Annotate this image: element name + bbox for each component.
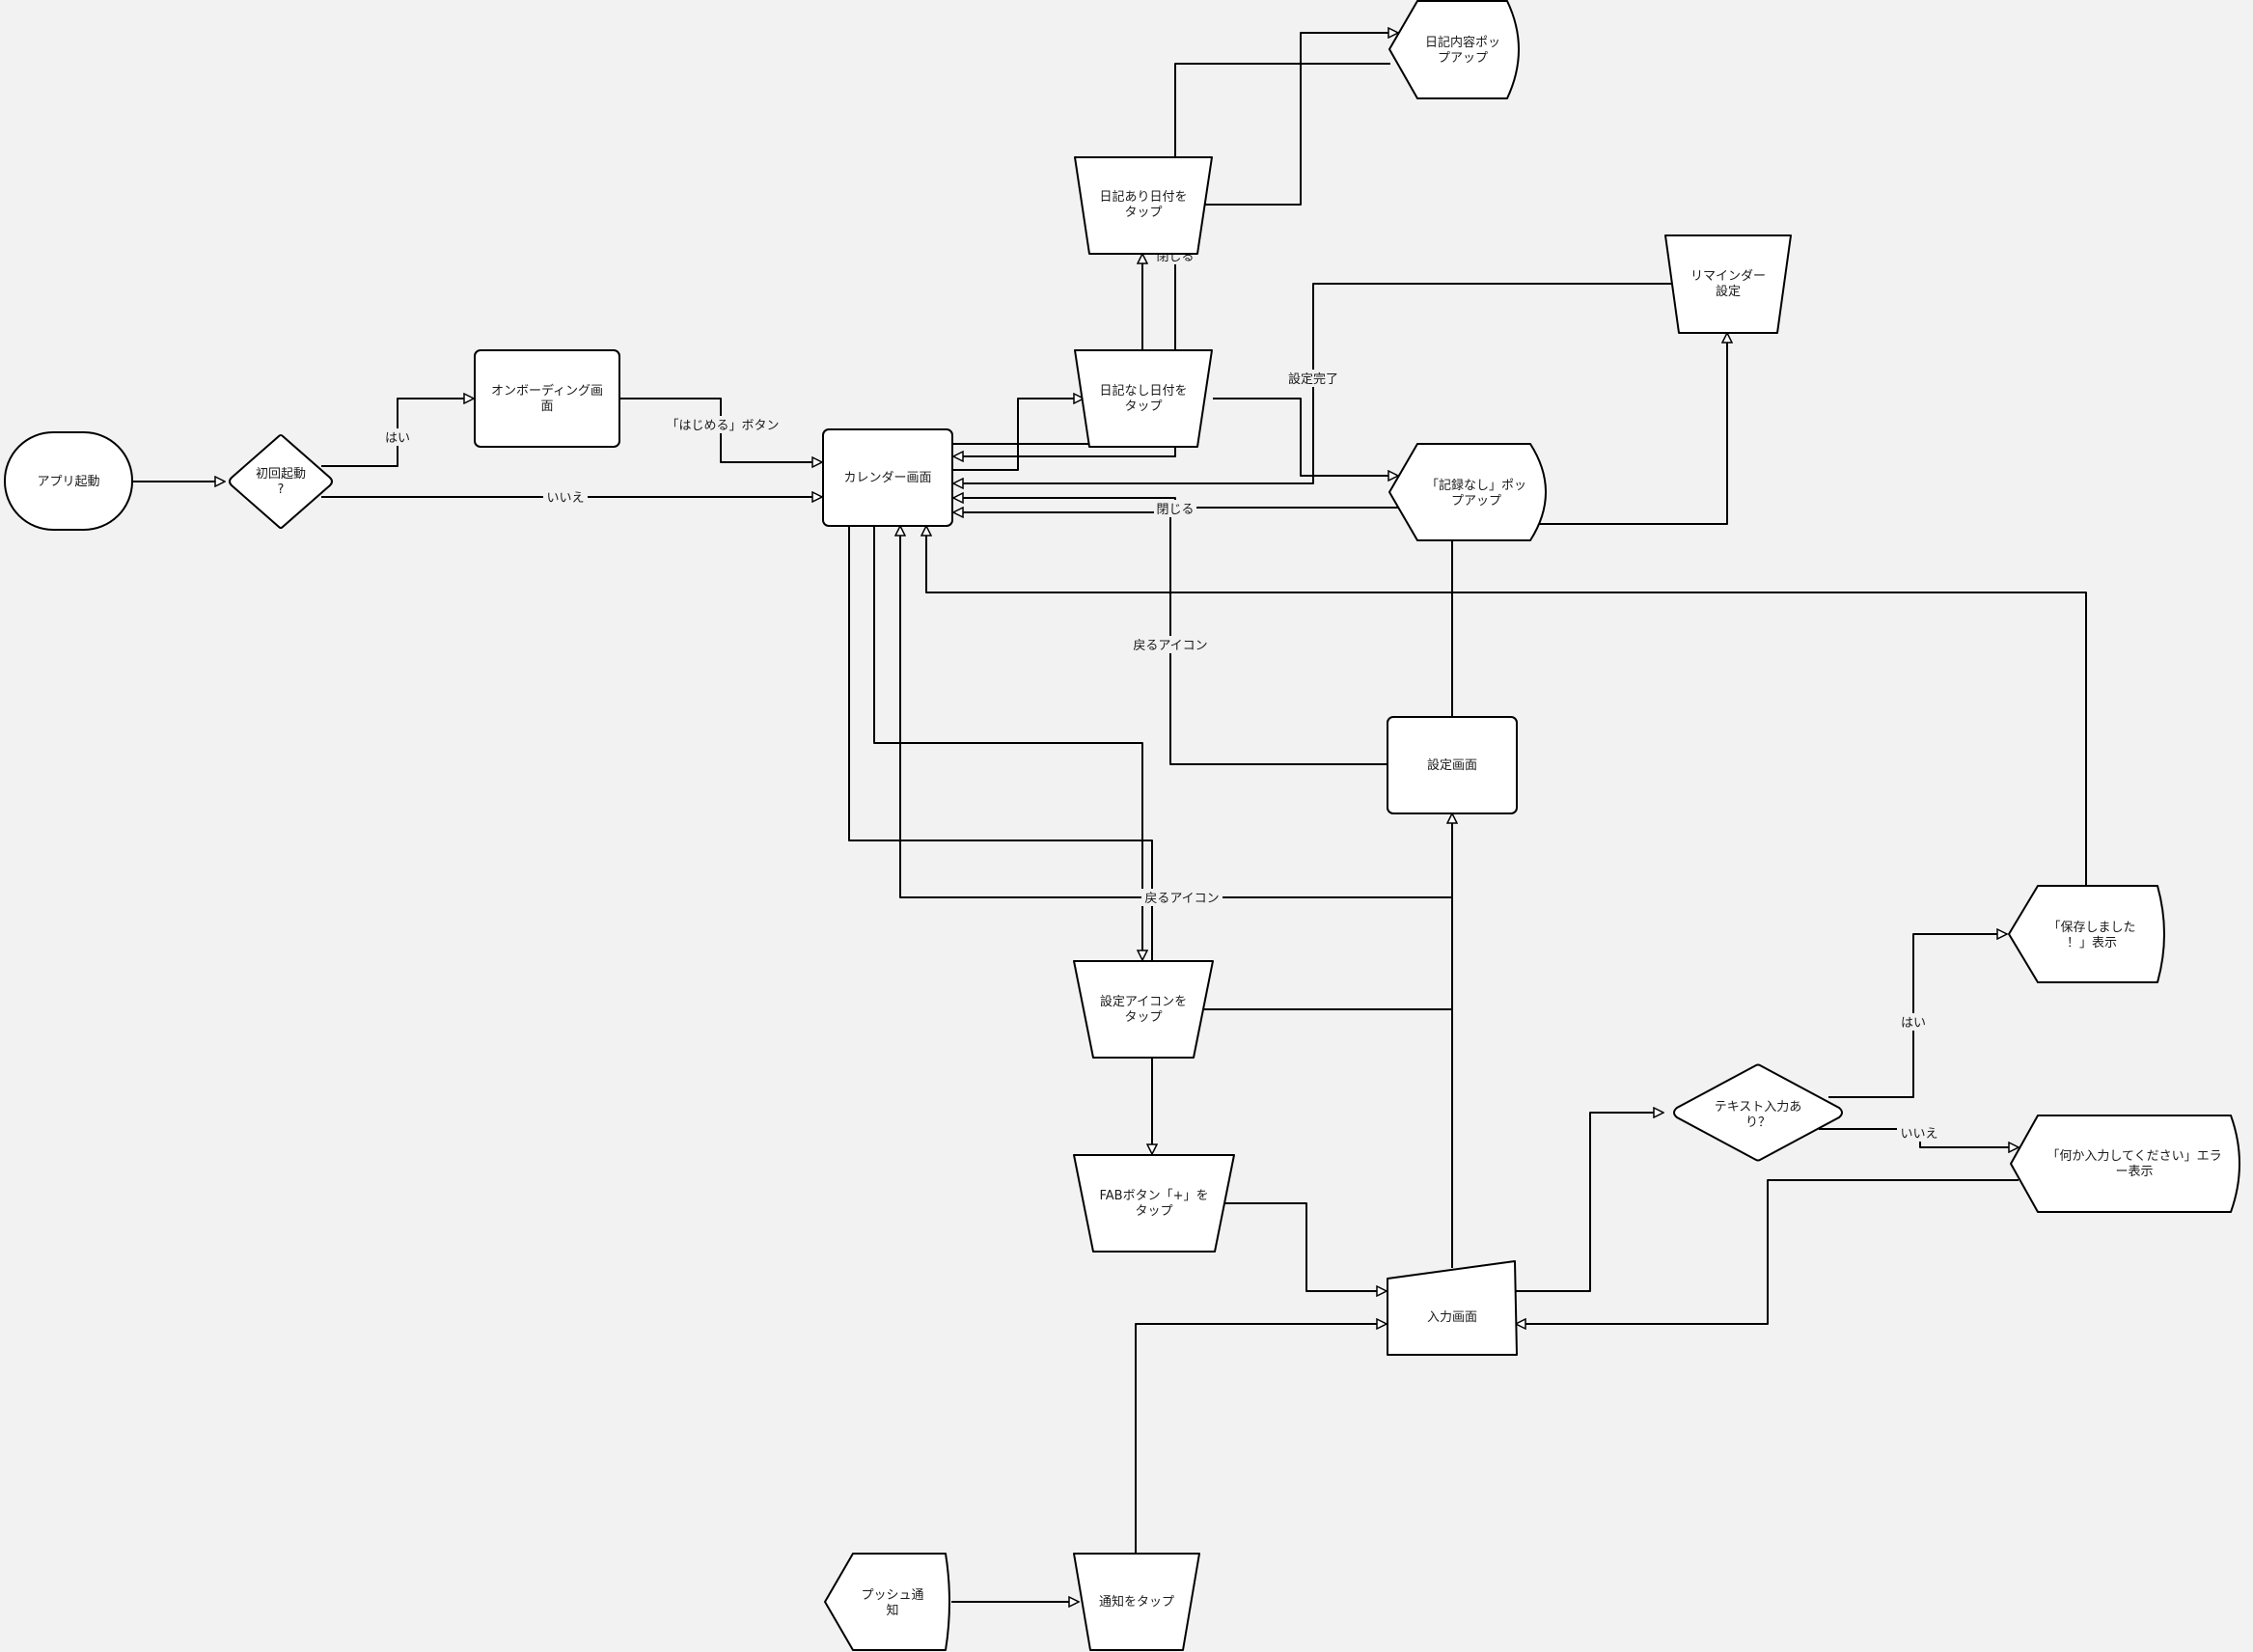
node-tap-fab-button: FABボタン「+」を タップ <box>1073 1154 1235 1253</box>
svg-text:知: 知 <box>886 1603 898 1618</box>
edge-calendar-tap-no-diary <box>953 399 1084 471</box>
svg-text:設定完了: 設定完了 <box>1288 372 1338 387</box>
svg-text:「保存しました: 「保存しました <box>2047 921 2135 935</box>
svg-text:初回起動: 初回起動 <box>256 467 306 482</box>
svg-text:り？: り？ <box>1745 1115 1771 1130</box>
svg-text:はい: はい <box>1901 1016 1926 1031</box>
svg-text:戻るアイコン: 戻るアイコン <box>1144 892 1219 906</box>
edge-label-no-error: いいえ <box>1897 1124 1941 1142</box>
svg-text:面: 面 <box>540 399 553 414</box>
node-push-notification: プッシュ通 知 <box>824 1553 950 1651</box>
node-app-launch: アプリ起動 <box>4 431 133 531</box>
nodes: アプリ起動 初回起動 ? オンボーディング画 面 カレンダー画面 日記あり日付を… <box>4 0 2240 1651</box>
edge-tap-fab-input <box>1223 1202 1387 1291</box>
node-onboarding-screen: オンボーディング画 面 <box>474 349 620 448</box>
svg-text:いいえ: いいえ <box>546 491 584 506</box>
svg-text:テキスト入力あ: テキスト入力あ <box>1715 1100 1802 1115</box>
svg-text:FABボタン「+」を: FABボタン「+」を <box>1100 1189 1209 1203</box>
edge-label-start-button: 「はじめる」ボタン <box>666 416 780 433</box>
node-tap-diary-date: 日記あり日付を タップ <box>1074 156 1213 255</box>
edge-label-no-calendar: いいえ <box>543 488 588 506</box>
edge-tap-diary-popup <box>1197 33 1398 206</box>
svg-text:「記録なし」ポッ: 「記録なし」ポッ <box>1426 478 1526 493</box>
svg-text:ー表示: ー表示 <box>2115 1165 2153 1179</box>
edge-label-setting-done: 設定完了 <box>1286 370 1340 387</box>
edge-label-yes-saved: はい <box>1898 1013 1929 1031</box>
svg-text:プッシュ通: プッシュ通 <box>861 1588 923 1603</box>
edge-saved-calendar <box>926 526 2087 886</box>
svg-text:?: ? <box>278 482 285 497</box>
svg-text:プアップ: プアップ <box>1451 494 1501 509</box>
svg-text:タップ: タップ <box>1124 1010 1162 1025</box>
node-first-launch-decision: 初回起動 ? <box>229 434 333 529</box>
svg-text:日記内容ポッ: 日記内容ポッ <box>1425 35 1500 50</box>
node-calendar-screen: カレンダー画面 <box>822 428 953 527</box>
svg-text:通知をタップ: 通知をタップ <box>1099 1594 1174 1610</box>
svg-text:リマインダー: リマインダー <box>1690 269 1766 284</box>
node-tap-settings-icon: 設定アイコンを タップ <box>1073 960 1214 1059</box>
svg-text:閉じる: 閉じる <box>1156 503 1194 517</box>
node-error-display: 「何か入力してください」エラ ー表示 <box>2010 1115 2240 1213</box>
svg-text:戻るアイコン: 戻るアイコン <box>1133 639 1207 653</box>
node-diary-popup: 日記内容ポッ プアップ <box>1388 0 1520 99</box>
edge-error-input <box>1516 1179 2019 1324</box>
edge-label-close-no-record: 閉じる <box>1154 500 1196 517</box>
svg-text:「何か入力してください」エラ: 「何か入力してください」エラ <box>2047 1148 2221 1164</box>
svg-text:いいえ: いいえ <box>1900 1127 1937 1142</box>
svg-text:タップ: タップ <box>1135 1204 1172 1219</box>
svg-text:タップ: タップ <box>1124 206 1162 220</box>
edge-settings-reminder <box>1451 333 1727 716</box>
edge-label-back-input: 戻るアイコン <box>1141 889 1223 906</box>
svg-text:！」表示: ！」表示 <box>2067 936 2117 950</box>
svg-text:オンボーディング画: オンボーディング画 <box>491 383 603 399</box>
node-reminder-setting: リマインダー 設定 <box>1664 234 1792 334</box>
node-tap-notification: 通知をタップ <box>1073 1553 1200 1651</box>
svg-text:「はじめる」ボタン: 「はじめる」ボタン <box>666 419 779 433</box>
svg-text:日記あり日付を: 日記あり日付を <box>1099 189 1187 205</box>
edge-label-yes-onboarding: はい <box>382 428 413 446</box>
edge-input-text-check <box>1516 1113 1663 1292</box>
svg-text:入力画面: 入力画面 <box>1427 1310 1477 1325</box>
svg-text:設定アイコンを: 設定アイコンを <box>1100 994 1187 1009</box>
svg-text:はい: はい <box>385 431 410 446</box>
node-input-screen: 入力画面 <box>1387 1260 1518 1356</box>
edge-calendar-tap-settings-icon <box>873 526 1142 960</box>
edge-tap-settings-icon-settings <box>1200 813 1452 1010</box>
svg-text:設定画面: 設定画面 <box>1427 757 1477 773</box>
svg-text:アプリ起動: アプリ起動 <box>37 475 99 489</box>
svg-text:カレンダー画面: カレンダー画面 <box>843 471 931 485</box>
node-no-record-popup: 「記録なし」ポッ プアップ <box>1388 443 1547 541</box>
edges <box>132 33 2087 1602</box>
svg-text:日記なし日付を: 日記なし日付を <box>1099 383 1187 399</box>
edge-calendar-tap-fab <box>848 526 1152 1154</box>
svg-text:設定: 設定 <box>1716 284 1741 299</box>
node-settings-screen: 設定画面 <box>1387 716 1518 814</box>
edge-label-back-settings: 戻るアイコン <box>1130 636 1211 653</box>
node-text-input-decision: テキスト入力あ り？ <box>1673 1063 1843 1162</box>
svg-text:プアップ: プアップ <box>1438 51 1488 66</box>
edge-tap-no-diary-popup <box>1213 398 1398 476</box>
svg-text:タップ: タップ <box>1124 399 1162 414</box>
edge-tap-notification-input <box>1135 1324 1387 1554</box>
node-tap-no-diary-date: 日記なし日付を タップ <box>1074 349 1213 448</box>
node-saved-display: 「保存しました ！」表示 <box>2008 885 2165 983</box>
